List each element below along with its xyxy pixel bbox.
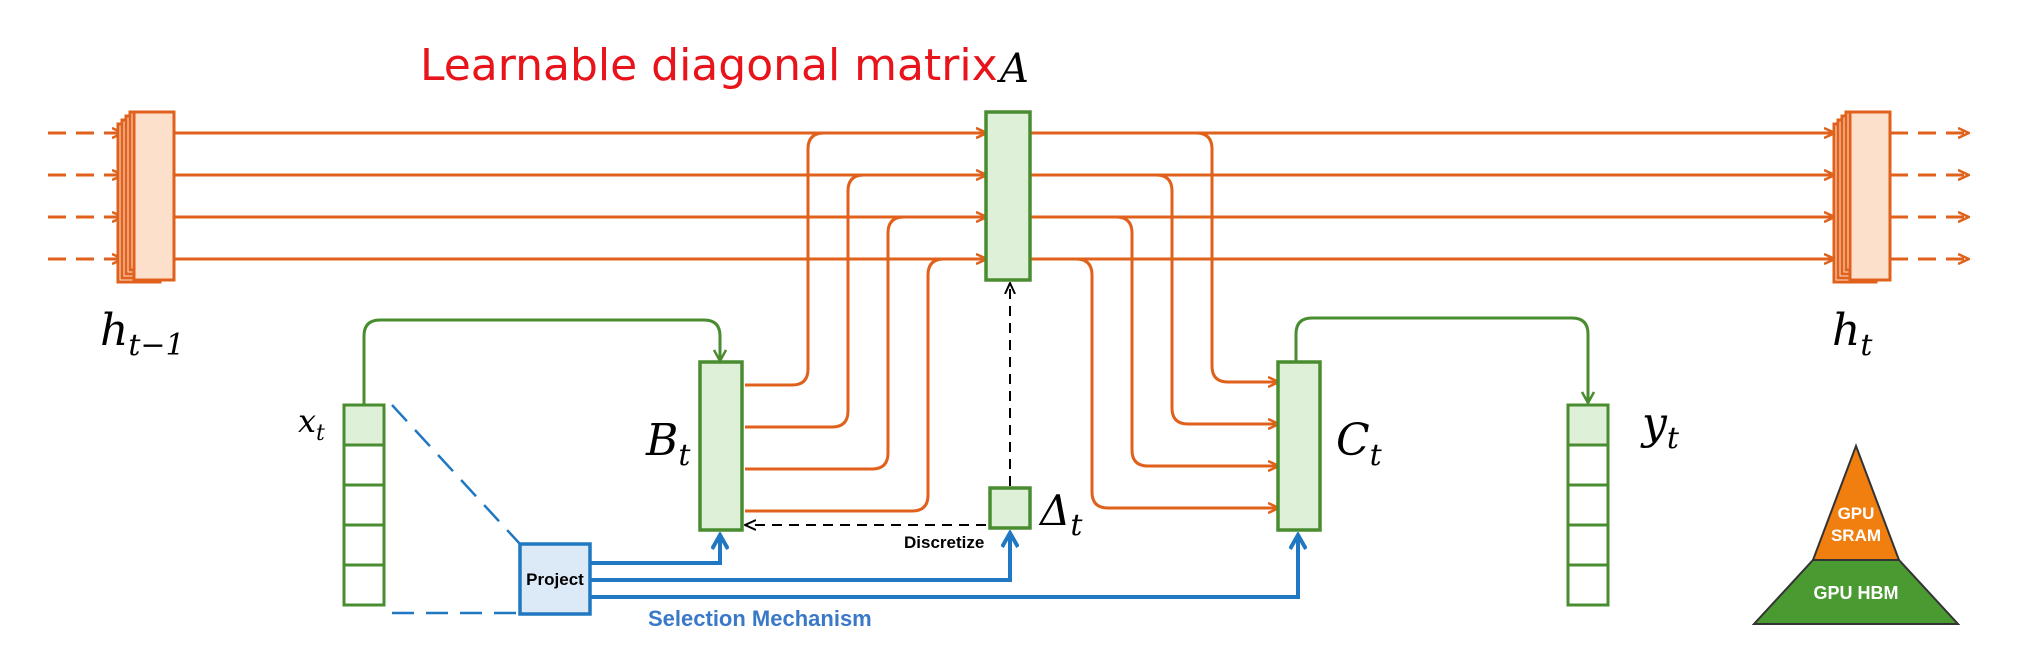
diagram-title: Learnable diagonal matrix xyxy=(420,40,998,91)
h-t-label: ht xyxy=(1832,305,1873,363)
c-to-y-arrow xyxy=(1294,316,1588,402)
h-prev-label: ht−1 xyxy=(100,305,185,363)
y-t-column xyxy=(1566,403,1610,607)
selection-arrows xyxy=(590,534,1298,599)
c-t-label: Ct xyxy=(1336,415,1383,473)
x-t-column xyxy=(342,403,386,607)
x-to-b-arrow xyxy=(362,318,720,405)
pyramid-gpu-label: GPU xyxy=(1838,504,1875,523)
matrix-a-block xyxy=(984,110,1032,282)
y-t-label: yt xyxy=(1640,398,1680,456)
c-t-block xyxy=(1276,360,1322,532)
pyramid-hbm-section xyxy=(1751,559,1961,625)
project-label: Project xyxy=(526,570,584,589)
incoming-state-lines xyxy=(48,133,122,259)
delta-t-block xyxy=(988,486,1032,530)
x-to-project-dashes xyxy=(391,404,521,615)
b-t-block xyxy=(698,360,744,532)
delta-t-label: Δt xyxy=(1038,486,1083,543)
gpu-memory-pyramid: GPU SRAM GPU HBM xyxy=(1751,443,1961,625)
h-prev-block xyxy=(116,110,176,284)
b-to-a-lines xyxy=(745,133,986,513)
pyramid-sram-label: SRAM xyxy=(1831,526,1881,545)
b-t-label: Bt xyxy=(645,415,691,473)
pyramid-hbm-label: GPU HBM xyxy=(1814,583,1899,603)
selection-mechanism-label: Selection Mechanism xyxy=(648,606,872,631)
matrix-a-label: A xyxy=(996,46,1029,92)
discretize-label: Discretize xyxy=(904,533,984,552)
h-t-block xyxy=(1832,110,1892,284)
outgoing-state-lines xyxy=(1890,133,1968,259)
x-t-label: xt xyxy=(298,402,325,446)
project-box xyxy=(518,542,592,616)
a-to-c-lines xyxy=(1030,131,1278,508)
